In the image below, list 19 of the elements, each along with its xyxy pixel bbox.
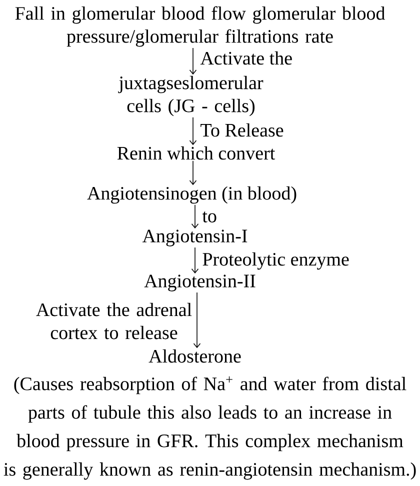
step-text: juxtagseslomerular cells (JG - cells) (118, 76, 264, 116)
step-text: Renin which convert (117, 146, 276, 160)
step-text: Aldosterone (148, 349, 241, 363)
step-text: Angiotensin-I (142, 230, 248, 246)
note-text: (Causes reabsorption of Na$^{+}$ and water from distal parts of tubule this also leads to an increase in blood pressure in GFR. This complex mechanism is generally known as renin-angiotensin mechanism.) (4, 376, 416, 480)
edge-label: Activate the adrenal cortex to release (36, 302, 192, 340)
arrow (189, 160, 197, 186)
arrow (191, 204, 199, 228)
step-text: Angiotensin-II (144, 274, 256, 292)
edge-label: To Release (200, 123, 284, 137)
arrow (189, 48, 197, 75)
step-text: Angiotensinogen (in blood) (87, 186, 296, 204)
edge-label: to (202, 212, 216, 222)
arrow (189, 116, 197, 146)
arrow (191, 247, 199, 274)
step-text: Fall in glomerular blood flow glomerular blood pressure/glomerular filtrations rate (15, 6, 386, 47)
edge-label: Proteolytic enzyme (202, 252, 349, 270)
arrow (193, 292, 201, 348)
edge-label: Activate the (200, 51, 292, 65)
